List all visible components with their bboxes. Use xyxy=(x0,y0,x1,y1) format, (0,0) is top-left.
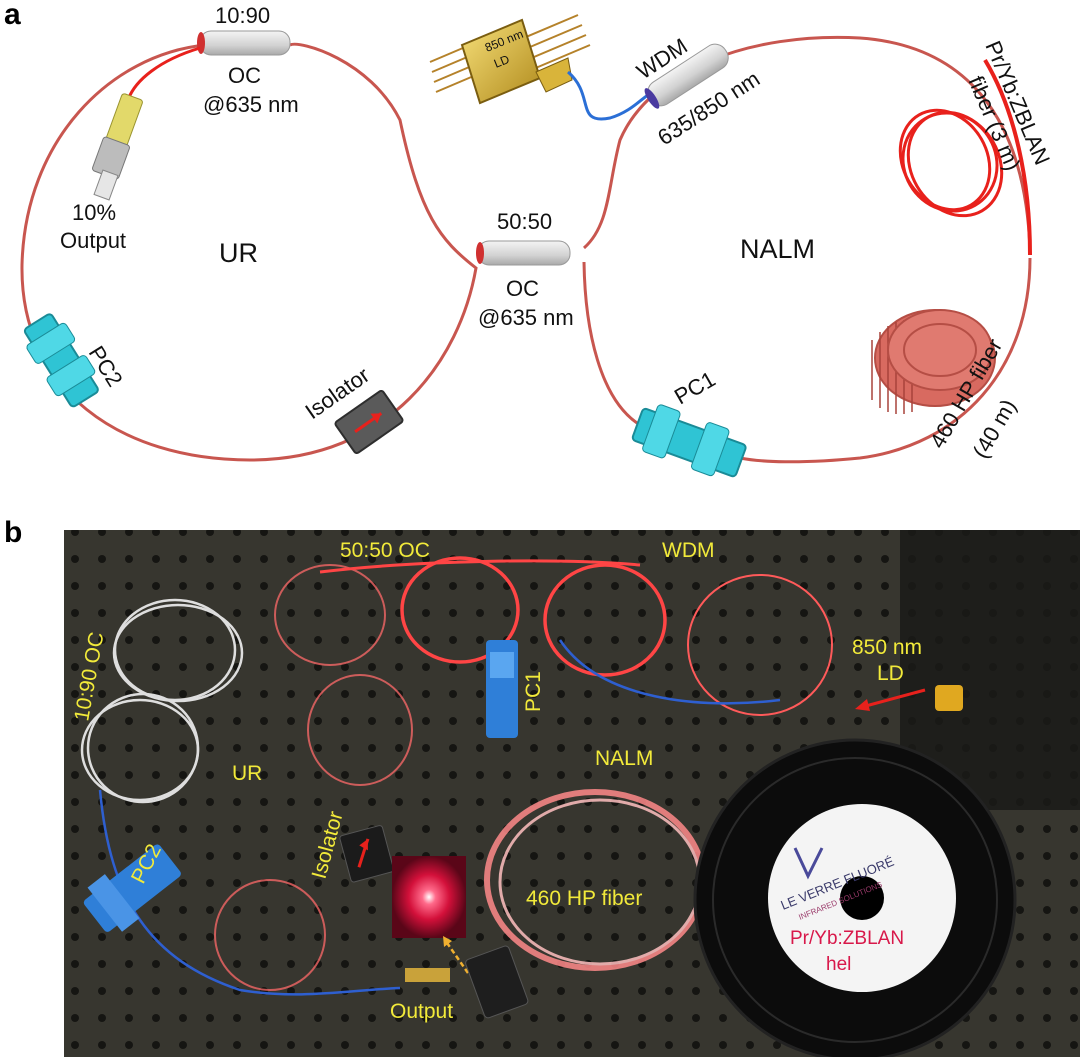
ld-mount xyxy=(935,685,963,711)
oc-5050-wavelength: @635 nm xyxy=(478,305,574,330)
gain-fiber-segment xyxy=(983,58,1032,256)
ld-line1-b: 850 nm xyxy=(852,636,922,659)
output-label-b: Output xyxy=(390,1000,453,1023)
oc-1090-name: OC xyxy=(228,63,261,88)
oc-1090-coupler xyxy=(197,30,291,56)
spool-line1: Pr/Yb:ZBLAN xyxy=(790,928,904,949)
oc-5050-label: 50:50 OC xyxy=(340,539,430,562)
ur-label-b: UR xyxy=(232,762,262,785)
pc1-label-b: PC1 xyxy=(522,671,545,712)
wdm-coupler xyxy=(644,43,729,109)
output-arrow xyxy=(443,939,470,974)
pump-fiber xyxy=(567,70,653,121)
nalm-loop xyxy=(582,35,1032,464)
panel-b: b xyxy=(4,516,1080,1057)
oc-1090-wavelength: @635 nm xyxy=(203,92,299,117)
ld-arrow xyxy=(861,688,926,709)
panel-a-letter: a xyxy=(4,0,21,31)
pc1-label: PC1 xyxy=(670,366,720,409)
beam-profile-inset xyxy=(392,856,466,938)
ld-850-package xyxy=(429,14,591,105)
hp-fiber-label-b: 460 HP fiber xyxy=(526,887,642,910)
spool-logo-icon xyxy=(793,847,824,880)
output-percent: 10% xyxy=(72,200,116,225)
isolator xyxy=(334,389,404,455)
ld-line2: LD xyxy=(492,52,512,71)
ur-red-loops xyxy=(214,564,413,991)
fiber-spool xyxy=(693,738,1017,1057)
panel-b-letter: b xyxy=(4,516,22,549)
nalm-label-b: NALM xyxy=(595,747,653,770)
ur-fiber-loops xyxy=(80,598,244,804)
pc2-controller xyxy=(23,313,99,408)
output-connector-device xyxy=(405,968,450,982)
pc1-controller xyxy=(631,404,747,478)
blue-fiber xyxy=(98,639,781,996)
ur-label: UR xyxy=(219,238,258,268)
wdm-label-b: WDM xyxy=(662,539,714,562)
oc-1090-ratio: 10:90 xyxy=(215,3,270,28)
oc-5050-coupler xyxy=(476,240,571,266)
nalm-label: NALM xyxy=(740,234,815,264)
pc2-device xyxy=(83,844,181,932)
ur-loop xyxy=(20,42,478,462)
hp-fiber-line2: (40 m) xyxy=(968,395,1021,463)
output-label: Output xyxy=(60,228,126,253)
ld-line2-b: LD xyxy=(877,662,904,685)
gain-fiber-coil xyxy=(898,108,1004,218)
panel-a: a 10:90 OC @635 nm 10% Output UR xyxy=(4,0,1055,478)
spool-line2: hel xyxy=(826,954,851,975)
pc1-device xyxy=(486,640,518,738)
nalm-glow-loops xyxy=(319,556,833,716)
oc-5050-ratio: 50:50 xyxy=(497,209,552,234)
output-mount xyxy=(465,945,529,1019)
oc-5050-name: OC xyxy=(506,276,539,301)
isolator-device xyxy=(339,825,394,883)
hp-fiber-coil xyxy=(871,309,996,414)
output-connector xyxy=(92,46,201,201)
